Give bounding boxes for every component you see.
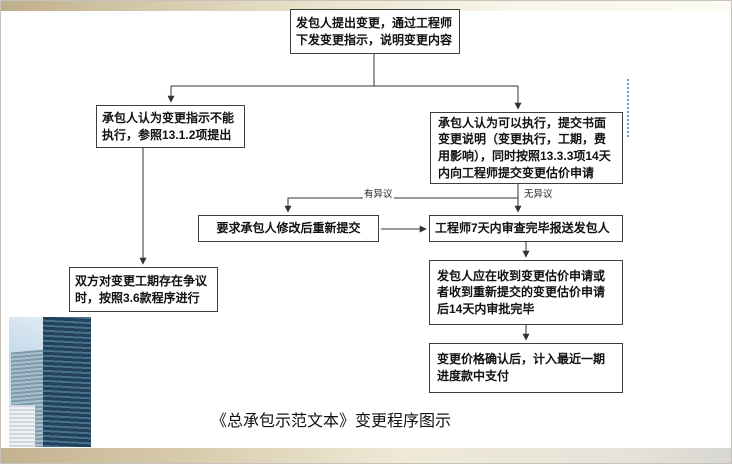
flow-box-start: 发包人提出变更，通过工程师下发变更指示，说明变更内容 (290, 9, 460, 54)
edge-label-no-objection: 无异议 (523, 186, 554, 200)
building-tower-main (43, 317, 91, 447)
slide-caption: 《总承包示范文本》变更程序图示 (210, 413, 451, 430)
flow-box-schedule-dispute: 双方对变更工期存在争议时，按照3.6款程序进行 (69, 267, 218, 312)
flow-box-cannot-execute: 承包人认为变更指示不能执行，参照13.1.2项提出 (96, 105, 245, 148)
flow-box-payment: 变更价格确认后，计入最近一期进度款中支付 (429, 343, 623, 393)
flow-box-employer-approval: 发包人应在收到变更估价申请或者收到重新提交的变更估价申请后14天内审批完毕 (429, 260, 623, 325)
edge-label-has-objection: 有异议 (363, 186, 394, 200)
top-accent-bar (1, 1, 731, 11)
flow-box-engineer-review: 工程师7天内审查完毕报送发包人 (429, 215, 623, 242)
flow-box-resubmit: 要求承包人修改后重新提交 (198, 215, 379, 242)
building-low-rise (9, 405, 35, 447)
decorative-dotted-line (627, 79, 629, 137)
bottom-accent-bar (1, 448, 731, 463)
flow-box-can-execute: 承包人认为可以执行，提交书面变更说明（变更执行，工期，费用影响），同时按照13.… (430, 112, 623, 184)
building-photo (9, 317, 91, 447)
